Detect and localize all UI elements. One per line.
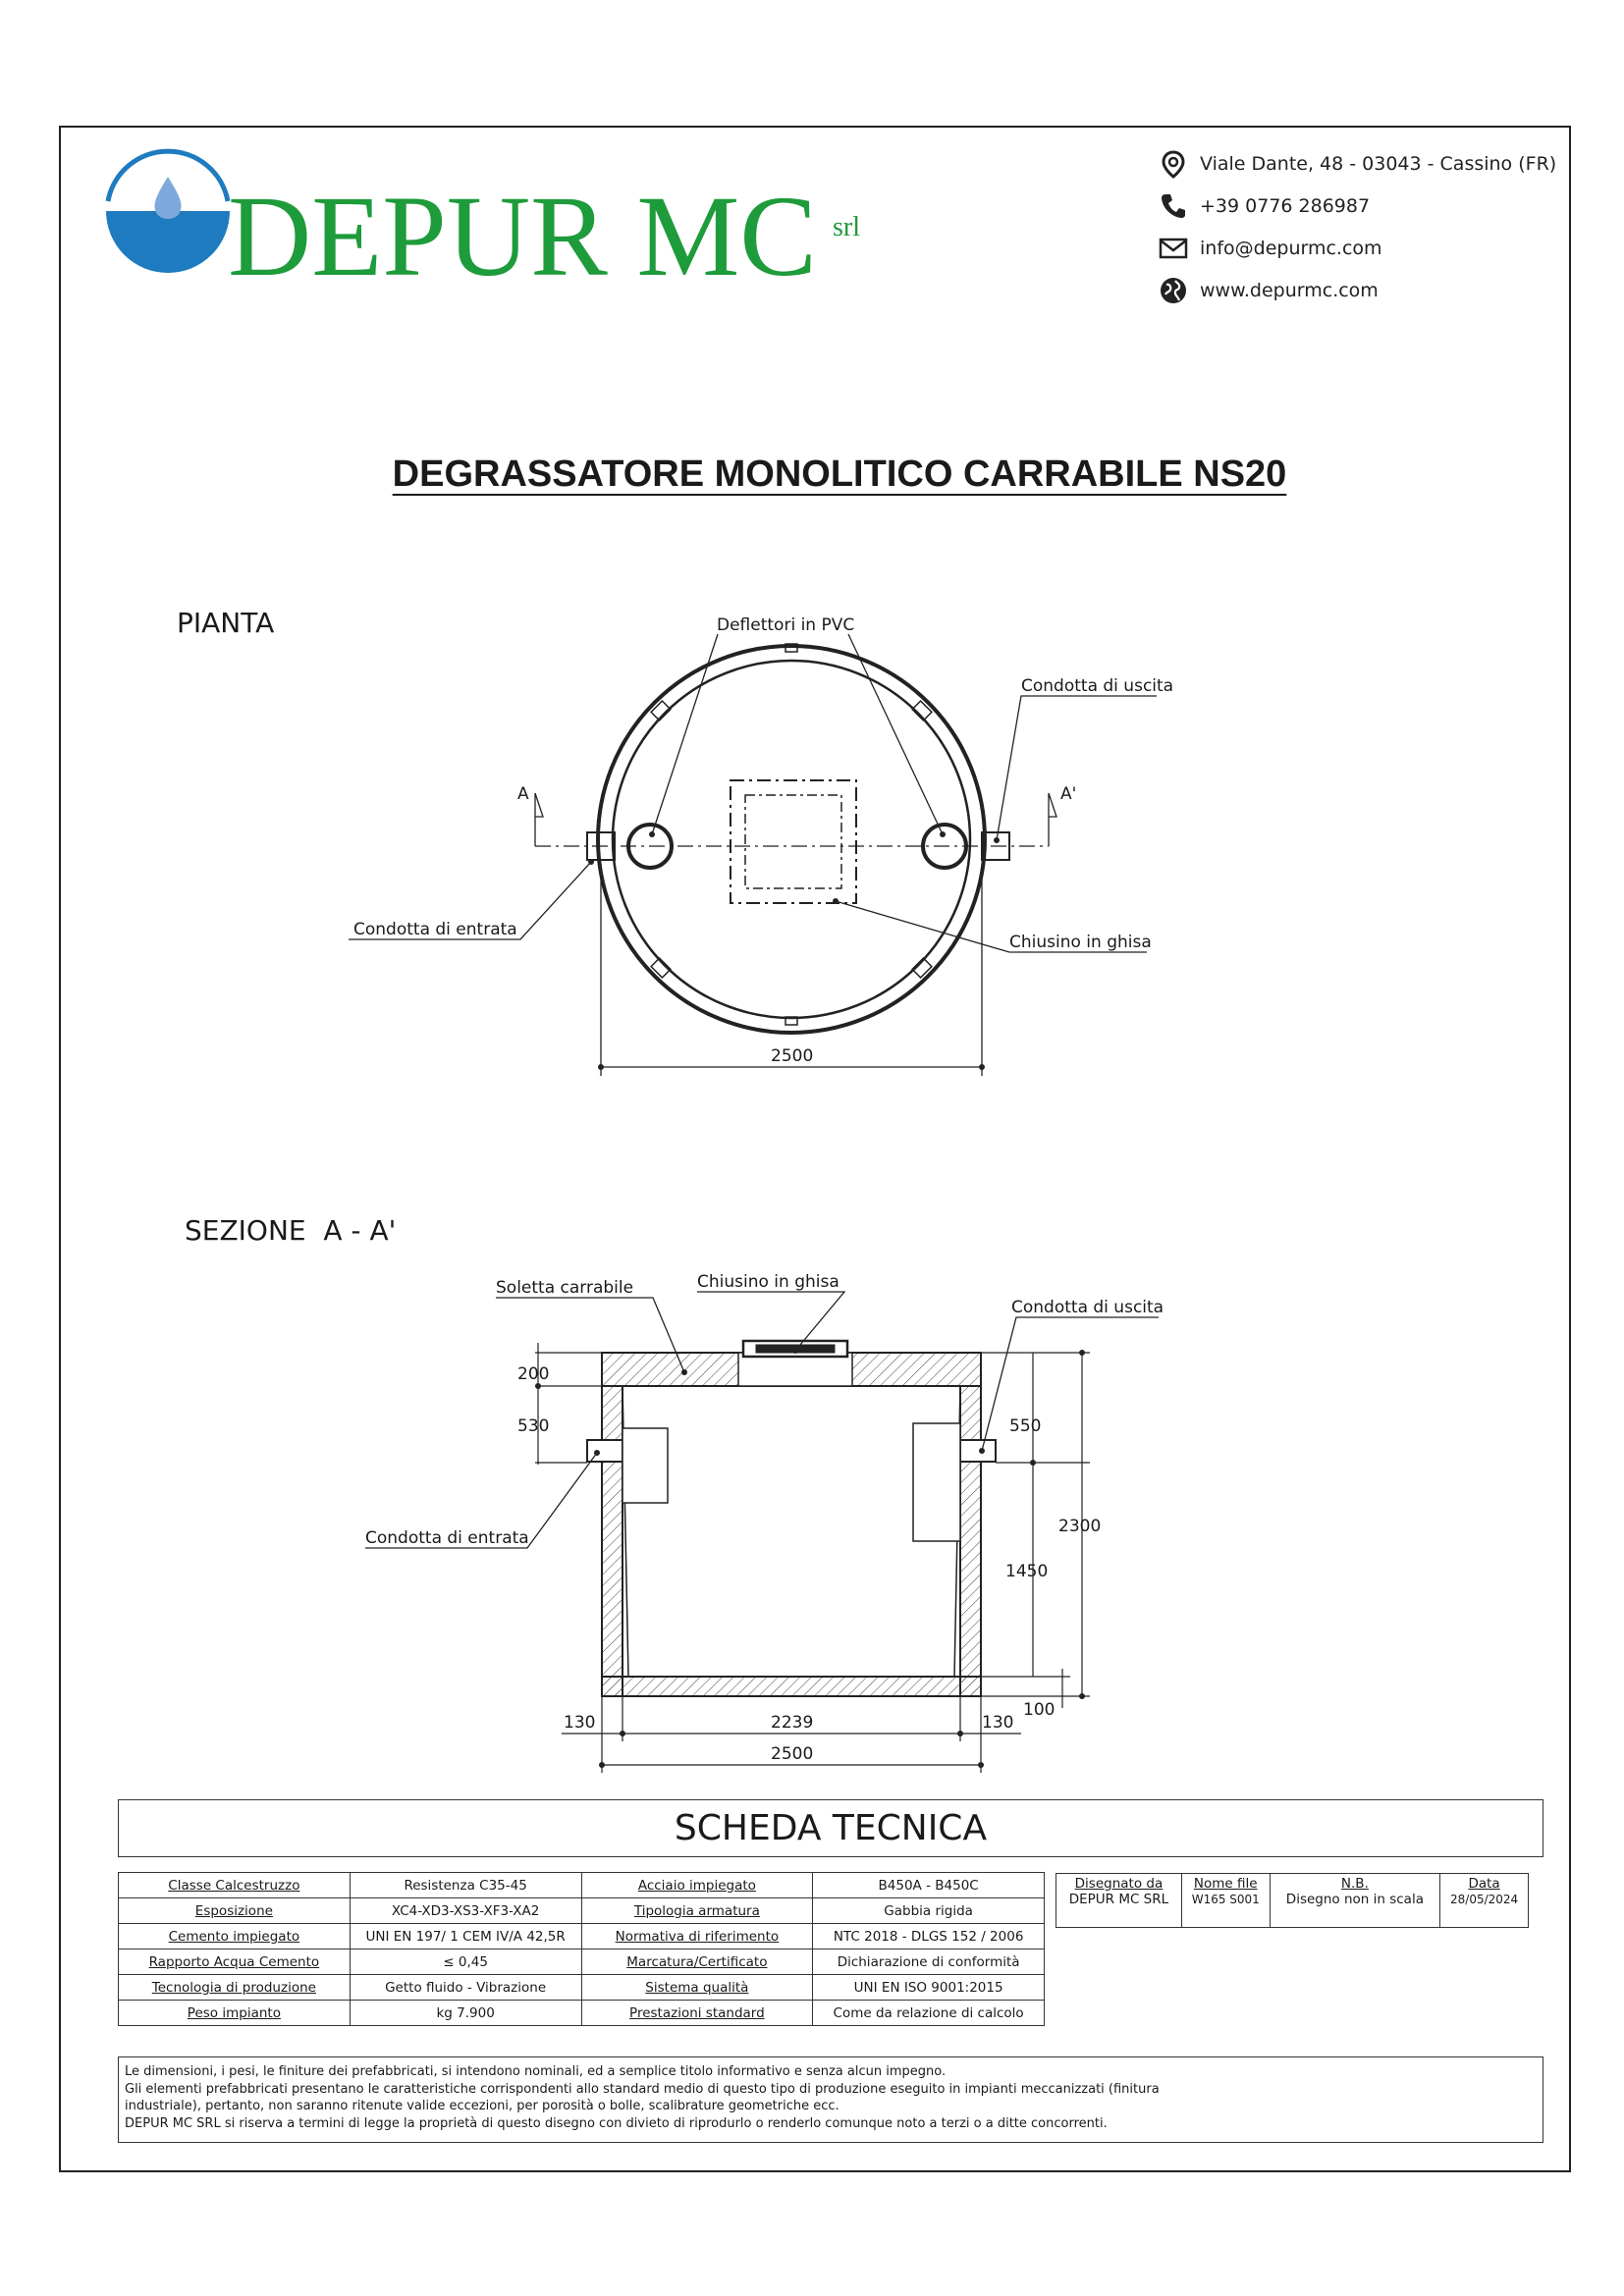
globe-icon [1161,278,1186,303]
spec-value: Dichiarazione di conformità [812,1949,1045,1975]
spec-value: Getto fluido - Vibrazione [349,1974,582,2001]
note-line: Gli elementi prefabbricati presentano le… [125,2081,1160,2097]
document-title: DEGRASSATORE MONOLITICO CARRABILE NS20 [392,454,1287,495]
drawn-by-cell: Disegnato da DEPUR MC SRL [1056,1873,1182,1928]
nb-label: N.B. [1340,1876,1369,1892]
drawn-by-label: Disegnato da [1074,1876,1164,1892]
spec-value: kg 7.900 [349,2000,582,2026]
spec-key: Prestazioni standard [580,2000,814,2026]
spec-key: Sistema qualità [580,1974,814,2001]
spec-value: Gabbia rigida [812,1897,1045,1924]
spec-value: Resistenza C35-45 [349,1872,582,1898]
drawn-by-value: DEPUR MC SRL [1068,1892,1169,1907]
phone-icon [1162,194,1185,218]
spec-value: Come da relazione di calcolo [812,2000,1045,2026]
note-line: industriale), pertanto, non saranno rite… [125,2099,839,2113]
table-row: Cemento impiegato UNI EN 197/ 1 CEM IV/A… [118,1923,1045,1949]
spec-key: Tipologia armatura [580,1897,814,1924]
page-frame [59,126,1571,2172]
contact-phone: +39 0776 286987 [1159,191,1370,221]
note-line: Le dimensioni, i pesi, le finiture dei p… [125,2064,947,2079]
address-text: Viale Dante, 48 - 03043 - Cassino (FR) [1200,153,1557,175]
table-row: Peso impianto kg 7.900 Prestazioni stand… [118,2000,1045,2026]
table-row: Tecnologia di produzione Getto fluido - … [118,1974,1045,2001]
spec-key: Classe Calcestruzzo [118,1872,351,1898]
file-name-label: Nome file [1193,1876,1258,1892]
spec-key: Tecnologia di produzione [118,1974,351,2001]
table-row: Esposizione XC4-XD3-XS3-XF3-XA2 Tipologi… [118,1897,1045,1924]
file-name-cell: Nome file W165 S001 [1180,1873,1271,1928]
contact-email: info@depurmc.com [1159,234,1382,263]
spec-value: ≤ 0,45 [349,1949,582,1975]
spec-value: NTC 2018 - DLGS 152 / 2006 [812,1923,1045,1949]
spec-key: Peso impianto [118,2000,351,2026]
spec-key: Cemento impiegato [118,1923,351,1949]
scheda-title: SCHEDA TECNICA [118,1799,1543,1857]
contact-website: www.depurmc.com [1159,276,1379,305]
title-block-table: Disegnato da DEPUR MC SRL Nome file W165… [1056,1873,1529,1928]
contact-address: Viale Dante, 48 - 03043 - Cassino (FR) [1159,149,1556,179]
nb-value: Disegno non in scala [1285,1892,1424,1907]
map-pin-icon [1162,150,1185,179]
spec-key: Acciaio impiegato [580,1872,814,1898]
spec-key: Esposizione [118,1897,351,1924]
spec-key: Rapporto Acqua Cemento [118,1949,351,1975]
file-name-value: W165 S001 [1191,1893,1260,1906]
spec-key: Marcatura/Certificato [580,1949,814,1975]
spec-key: Normativa di riferimento [580,1923,814,1949]
disclaimer-notes: Le dimensioni, i pesi, le finiture dei p… [118,2056,1543,2143]
table-row: Rapporto Acqua Cemento ≤ 0,45 Marcatura/… [118,1949,1045,1975]
spec-value: B450A - B450C [812,1872,1045,1898]
date-label: Data [1468,1876,1500,1892]
nb-cell: N.B. Disegno non in scala [1269,1873,1441,1928]
spec-table: Classe Calcestruzzo Resistenza C35-45 Ac… [118,1872,1045,2026]
email-text[interactable]: info@depurmc.com [1200,238,1382,259]
mail-icon [1159,238,1188,259]
spec-value: UNI EN ISO 9001:2015 [812,1974,1045,2001]
date-cell: Data 28/05/2024 [1439,1873,1529,1928]
table-row: Classe Calcestruzzo Resistenza C35-45 Ac… [118,1872,1045,1898]
section-view-label: SEZIONE A - A' [185,1214,397,1247]
date-value: 28/05/2024 [1450,1893,1519,1906]
phone-text[interactable]: +39 0776 286987 [1200,195,1371,217]
website-text[interactable]: www.depurmc.com [1200,280,1379,301]
plan-view-label: PIANTA [177,607,275,639]
spec-value: XC4-XD3-XS3-XF3-XA2 [349,1897,582,1924]
spec-value: UNI EN 197/ 1 CEM IV/A 42,5R [349,1923,582,1949]
table-row: Disegnato da DEPUR MC SRL Nome file W165… [1056,1873,1529,1928]
note-line: DEPUR MC SRL si riserva a termini di leg… [125,2115,1108,2131]
